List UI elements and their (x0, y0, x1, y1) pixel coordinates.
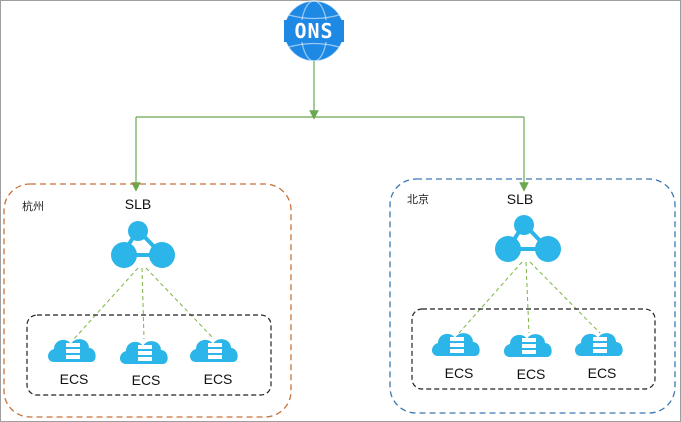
ecs-group-beijing (411, 308, 656, 390)
region-hangzhou-label: 杭州 (22, 199, 44, 213)
slb-ecs-links-beijing (458, 261, 601, 334)
cloud-server-icon (48, 339, 96, 362)
cloud-server-icon (190, 339, 238, 362)
cloud-server-icon (575, 333, 623, 356)
ecs-node: ECS (48, 339, 96, 387)
load-balancer-icon (111, 221, 175, 268)
ecs-node: ECS (504, 334, 552, 382)
ecs-node: ECS (432, 333, 480, 381)
cloud-server-icon (504, 334, 552, 357)
ecs-group-hangzhou (26, 314, 272, 396)
ons-label: ONS (294, 19, 333, 43)
ecs-label: ECS (132, 372, 161, 388)
region-beijing-label: 北京 (407, 192, 429, 206)
region-hangzhou: 杭州 SLB ECS (3, 183, 292, 418)
cloud-server-icon (432, 333, 480, 356)
ecs-label: ECS (588, 365, 617, 381)
region-beijing-border (389, 178, 676, 414)
ecs-label: ECS (517, 366, 546, 382)
ecs-label: ECS (204, 371, 233, 387)
load-balancer-icon (495, 215, 561, 262)
ons-globe-icon: ONS (283, 0, 345, 62)
ecs-node: ECS (575, 333, 623, 381)
region-beijing: 北京 SLB ECS (389, 178, 676, 414)
slb-beijing-label: SLB (507, 191, 533, 207)
region-hangzhou-border (3, 183, 292, 418)
ecs-node: ECS (120, 341, 168, 388)
ecs-label: ECS (60, 371, 89, 387)
slb-ecs-links-hangzhou (73, 267, 215, 340)
ons-connectors (131, 61, 529, 192)
cloud-server-icon (120, 341, 168, 364)
slb-hangzhou-label: SLB (125, 196, 151, 212)
ecs-label: ECS (445, 365, 474, 381)
ecs-node: ECS (190, 339, 238, 387)
